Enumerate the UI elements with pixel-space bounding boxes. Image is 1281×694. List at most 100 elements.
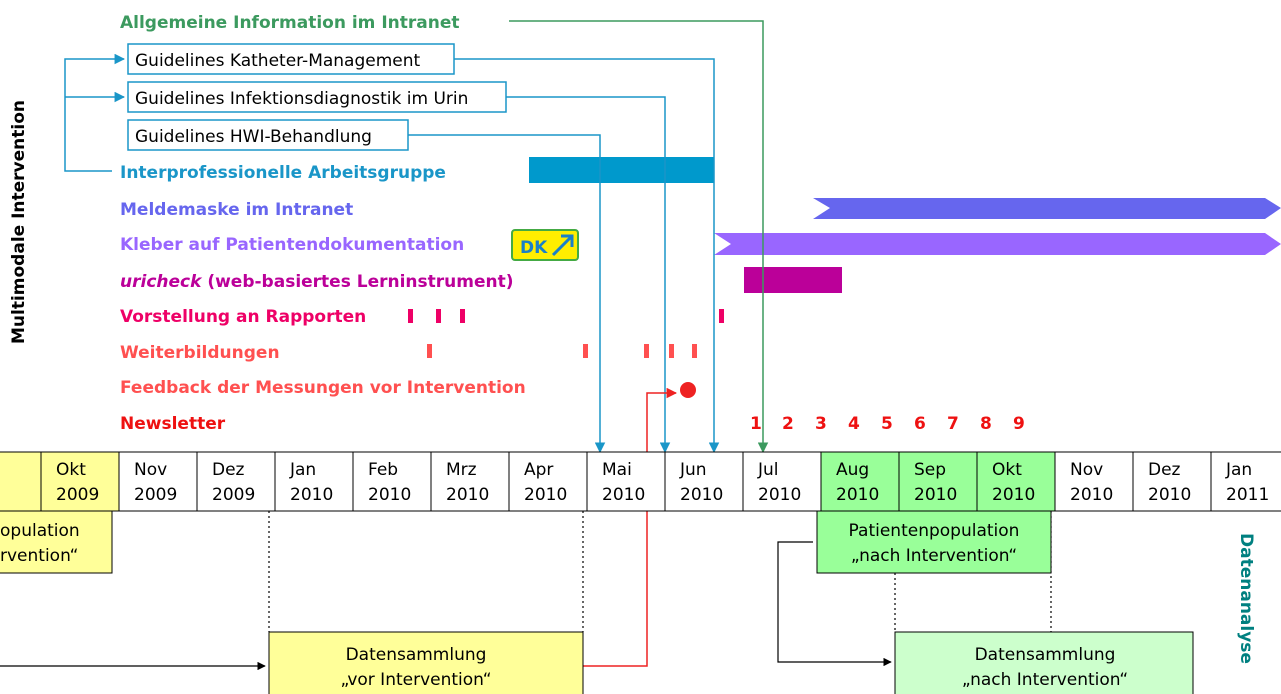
month-cell: [976, 451, 1056, 512]
month-name: Jun: [679, 460, 707, 480]
month-year: 2010: [836, 485, 879, 505]
label-weiterbildungen: Weiterbildungen: [120, 343, 280, 363]
month-name: Jan: [289, 460, 316, 480]
month-year: 2010: [446, 485, 489, 505]
feedback-dot: [680, 382, 696, 398]
month-cell: [196, 451, 276, 512]
newsletter-number: 7: [947, 414, 959, 434]
label-vorstellung: Vorstellung an Rapporten: [120, 307, 366, 327]
box-population-nach: [816, 510, 1052, 574]
month-cell: [898, 451, 978, 512]
ticks-vorstellung: [408, 309, 724, 323]
intranet-connector: [509, 20, 769, 454]
month-year: 2010: [1148, 485, 1191, 505]
newsletter-number: 2: [782, 414, 794, 434]
month-row: p09Okt2009Nov2009Dez2009Jan2010Feb2010Mr…: [0, 451, 1281, 512]
month-year: 2010: [680, 485, 723, 505]
label-newsletter: Newsletter: [120, 414, 226, 434]
label-uricheck-italic: uricheck: [120, 272, 203, 292]
bar-arbeitsgruppe: [529, 157, 714, 183]
bar-meldemaske: [813, 198, 1281, 219]
month-cell: [742, 451, 822, 512]
month-name: Okt: [992, 460, 1022, 480]
label-uricheck-rest: (web-basiertes Lerninstrument): [201, 272, 513, 292]
label-guideline-3: Guidelines HWI-Behandlung: [135, 127, 372, 147]
month-name: Aug: [836, 460, 869, 480]
month-year: 2009: [56, 485, 99, 505]
box-datensammlung-vor-line2: „vor Intervention“: [340, 670, 491, 690]
label-feedback: Feedback der Messungen vor Intervention: [120, 378, 526, 398]
box-population-nach-line1: Patientenpopulation: [849, 521, 1020, 541]
month-name: Dez: [1148, 460, 1181, 480]
box-datensammlung-nach-line1: Datensammlung: [975, 645, 1116, 665]
month-year: 2009: [134, 485, 177, 505]
month-year: 2010: [992, 485, 1035, 505]
label-kleber: Kleber auf Patientendokumentation: [120, 235, 464, 255]
month-name: Sep: [914, 460, 946, 480]
month-year: 2010: [524, 485, 567, 505]
month-cell: [820, 451, 900, 512]
month-year: 2010: [758, 485, 801, 505]
guideline-box-3: [127, 119, 409, 151]
box-population-vor-line1: opulation: [0, 521, 80, 541]
newsletter-number: 8: [980, 414, 992, 434]
month-year: 2009: [212, 485, 255, 505]
month-name: Nov: [1070, 460, 1103, 480]
guideline-connectors: [408, 58, 720, 454]
box-datensammlung-vor-line1: Datensammlung: [346, 645, 487, 665]
month-cell: [274, 451, 354, 512]
month-year: 2010: [914, 485, 957, 505]
dk-logo-text: DK: [520, 238, 548, 258]
month-cell: [586, 451, 666, 512]
month-cell: [0, 451, 42, 512]
month-year: 2010: [368, 485, 411, 505]
box-population-vor: [0, 510, 113, 574]
box-datensammlung-nach: [894, 631, 1194, 694]
newsletter-number: 9: [1013, 414, 1025, 434]
month-cell: [664, 451, 744, 512]
month-name: Jan: [1225, 460, 1252, 480]
label-arbeitsgruppe: Interprofessionelle Arbeitsgruppe: [120, 163, 446, 183]
box-population-nach-line2: „nach Intervention“: [851, 546, 1017, 566]
box-datensammlung-nach-line2: „nach Intervention“: [962, 670, 1128, 690]
label-uricheck: uricheck (web-basiertes Lerninstrument): [120, 272, 514, 292]
guideline-box-2: [127, 81, 507, 113]
newsletter-number: 4: [848, 414, 860, 434]
month-cell: [352, 451, 432, 512]
guideline-box-1: [127, 43, 455, 75]
month-year: 2010: [602, 485, 645, 505]
month-name: Nov: [134, 460, 167, 480]
month-name: Dez: [212, 460, 245, 480]
newsletter-number: 5: [881, 414, 893, 434]
box-population-vor-line2: rvention“: [0, 546, 78, 566]
box-datensammlung-vor: [268, 631, 584, 694]
newsletter-number: 1: [750, 414, 762, 434]
dk-logo: DK: [511, 229, 579, 261]
month-name: Apr: [524, 460, 553, 480]
month-year: 2010: [290, 485, 333, 505]
right-label: Datenanalyse: [1236, 533, 1256, 664]
label-guideline-2: Guidelines Infektionsdiagnostik im Urin: [135, 89, 468, 109]
newsletter-number: 6: [914, 414, 926, 434]
month-name: Feb: [368, 460, 398, 480]
label-intranet: Allgemeine Information im Intranet: [120, 13, 460, 33]
newsletter-number: 3: [815, 414, 827, 434]
month-cell: [1132, 451, 1212, 512]
month-name: Okt: [56, 460, 86, 480]
month-year: 2011: [1226, 485, 1269, 505]
arbeitsgruppe-bracket: [64, 53, 126, 172]
month-cell: [1210, 451, 1281, 512]
feedback-connector: [583, 387, 678, 667]
month-name: Jul: [757, 460, 779, 480]
month-cell: [430, 451, 510, 512]
label-meldemaske: Meldemaske im Intranet: [120, 200, 353, 220]
label-guideline-1: Guidelines Katheter-Management: [135, 51, 421, 71]
month-cell: [1054, 451, 1134, 512]
month-name: Mrz: [446, 460, 477, 480]
bar-kleber: [714, 233, 1281, 255]
bar-uricheck: [744, 267, 842, 293]
ticks-weiterbildungen: [427, 344, 697, 358]
month-name: Mai: [602, 460, 632, 480]
